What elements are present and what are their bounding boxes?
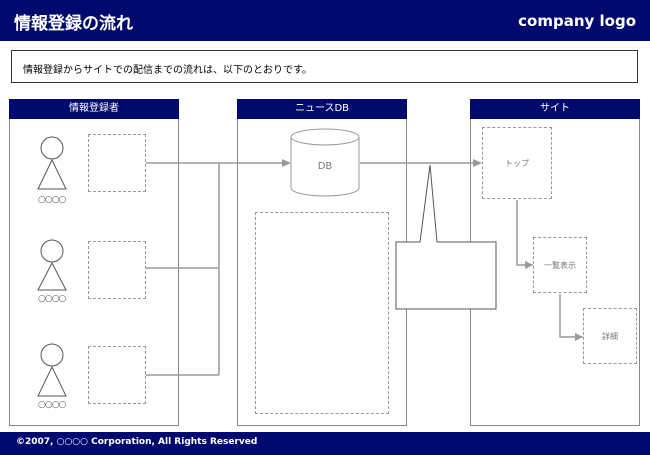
header-bar: 情報登録の流れ company logo	[0, 0, 650, 41]
person-icon	[37, 158, 67, 190]
person-label: ○○○○	[38, 294, 66, 304]
site-top-label: トップ	[505, 159, 529, 168]
site-list-page: 一覧表示	[533, 237, 587, 293]
person-icons	[37, 136, 67, 397]
footer-bar: ©2007, ○○○○ Corporation, All Rights Rese…	[0, 432, 650, 455]
site-detail-page: 詳細	[583, 308, 637, 364]
site-list-label: 一覧表示	[544, 261, 576, 270]
copyright-text: ©2007, ○○○○ Corporation, All Rights Rese…	[16, 437, 258, 447]
db-record-area	[255, 212, 389, 414]
connector-line	[516, 200, 533, 266]
db-label: DB	[317, 161, 333, 172]
database-icon	[290, 128, 360, 197]
registrant-input-box	[88, 346, 146, 404]
registrant-input-box	[88, 134, 146, 192]
registrant-column-header: 情報登録者	[9, 99, 179, 119]
description-text: 情報登録からサイトでの配信までの流れは、以下のとおりです。	[23, 65, 312, 76]
person-label: ○○○○	[38, 195, 66, 205]
person-icon	[37, 261, 67, 291]
person-icon	[40, 343, 64, 367]
newsdb-column-header: ニュースDB	[237, 99, 407, 119]
arrowhead	[575, 333, 583, 341]
description-box: 情報登録からサイトでの配信までの流れは、以下のとおりです。	[11, 50, 638, 83]
arrowhead	[282, 159, 291, 167]
connector-line	[559, 294, 583, 338]
arrowhead	[473, 159, 482, 167]
site-detail-label: 詳細	[602, 332, 618, 341]
page-title: 情報登録の流れ	[14, 14, 133, 34]
person-icon	[40, 239, 64, 263]
person-icon	[40, 136, 64, 160]
person-icon	[37, 365, 67, 397]
site-top-page: トップ	[482, 127, 552, 199]
registrant-input-box	[88, 241, 146, 299]
site-column-header: サイト	[470, 99, 640, 119]
callout-bubble	[395, 164, 497, 310]
person-label: ○○○○	[38, 400, 66, 410]
arrowhead	[525, 261, 533, 269]
company-logo: company logo	[518, 12, 636, 30]
